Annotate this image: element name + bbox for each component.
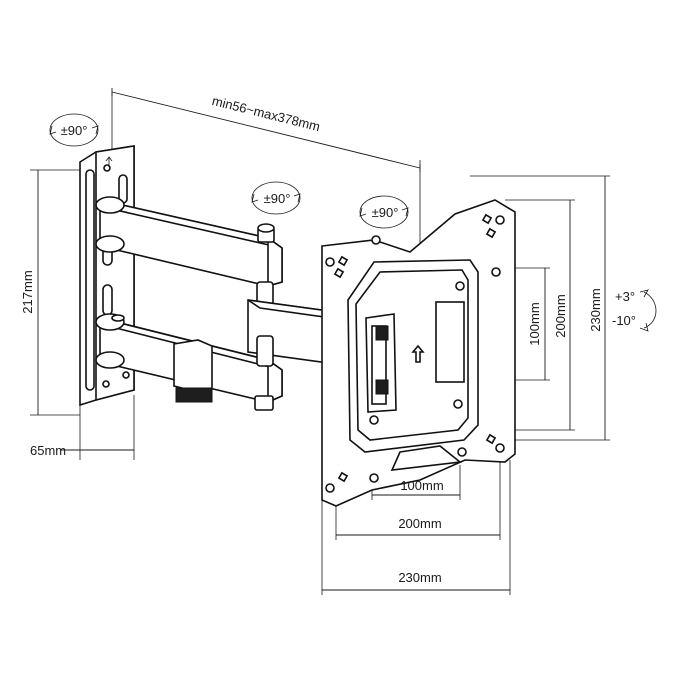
vesa-total-height-label: 230mm	[588, 288, 603, 331]
tilt-down-label: -10°	[612, 313, 636, 328]
wall-plate-height-label: 217mm	[20, 270, 35, 313]
arm-swivel-label: ±90°	[264, 191, 291, 206]
rotation-arrow-icon	[251, 181, 301, 215]
arm-extension-label: min56~max378mm	[210, 93, 321, 134]
wall-plate-depth-label: 65mm	[30, 443, 66, 458]
vesa-inner-width-label: 100mm	[400, 478, 443, 493]
wall-swivel-label: ±90°	[61, 123, 88, 138]
vesa-inner-height-label: 100mm	[527, 302, 542, 345]
vesa-outer-width-label: 200mm	[398, 516, 441, 531]
vesa-outer-height-label: 200mm	[553, 294, 568, 337]
tilt-up-label: +3°	[615, 289, 635, 304]
vesa-total-width-label: 230mm	[398, 570, 441, 585]
up-arrow-icon	[411, 344, 425, 363]
upper-arm	[95, 196, 283, 288]
rotation-arrow-icon	[49, 113, 99, 147]
tilt-arrow-icon	[639, 289, 657, 332]
head-swivel-label: ±90°	[372, 205, 399, 220]
rotation-arrow-icon	[359, 195, 409, 229]
lower-arm	[95, 313, 283, 411]
